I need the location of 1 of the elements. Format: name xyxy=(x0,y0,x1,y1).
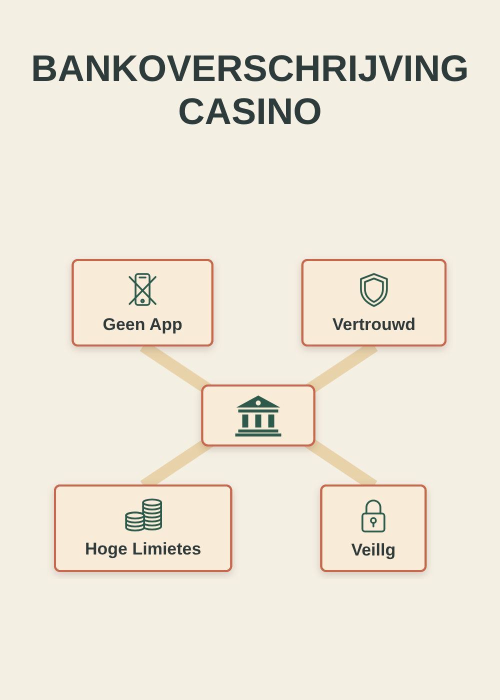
title: BANKOVERSCHRIJVING CASINO xyxy=(30,48,470,134)
